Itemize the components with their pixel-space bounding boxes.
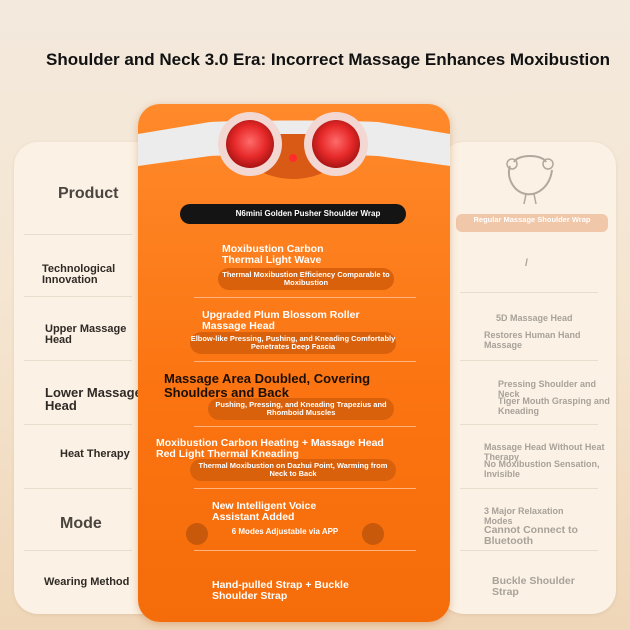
divider (24, 360, 132, 361)
divider (194, 361, 416, 362)
lower-head-detail-pill: Pushing, Pressing, and Kneading Trapeziu… (208, 398, 394, 420)
regular-mode-primary: 3 Major Relaxation Modes (484, 506, 564, 526)
regular-lower-primary: Pressing Shoulder and Neck (498, 379, 597, 399)
divider (194, 550, 416, 551)
divider (24, 234, 132, 235)
divider (194, 488, 416, 489)
upper-head-detail-pill: Elbow-like Pressing, Pushing, and Kneadi… (190, 332, 396, 354)
divider (24, 296, 132, 297)
mode-detail-pill: 6 Modes Adjustable via APP (231, 527, 339, 536)
upper-head-title: Upgraded Plum Blossom Roller Massage Hea… (202, 309, 360, 332)
mode-right-dot-icon (362, 523, 384, 545)
divider (194, 426, 416, 427)
regular-upper-secondary: Restores Human Hand Massage (484, 330, 581, 350)
divider (24, 550, 132, 551)
divider (194, 297, 416, 298)
regular-massager-sketch-icon (506, 155, 554, 205)
heat-therapy-detail-pill: Thermal Moxibustion on Dazhui Point, War… (190, 459, 396, 481)
row-label-technological-innovation: Technological Innovation (42, 263, 116, 286)
regular-mode-secondary: Cannot Connect to Bluetooth (484, 524, 578, 547)
regular-tech-value: / (525, 257, 528, 269)
regular-upper-primary: 5D Massage Head (496, 313, 573, 323)
mode-left-dot-icon (186, 523, 208, 545)
row-label-heat-therapy: Heat Therapy (60, 448, 130, 460)
row-label-mode: Mode (60, 515, 102, 532)
mode-title: New Intelligent Voice Assistant Added (212, 500, 317, 523)
divider (460, 292, 598, 293)
divider (24, 424, 132, 425)
heat-therapy-title: Moxibustion Carbon Heating + Massage Hea… (156, 437, 384, 460)
divider (460, 360, 598, 361)
divider (24, 488, 132, 489)
regular-product-name-badge: Regular Massage Shoulder Wrap (456, 214, 608, 232)
featured-product-card: N6mini Golden Pusher Shoulder Wrap Moxib… (138, 104, 450, 622)
row-label-wearing-method: Wearing Method (44, 576, 130, 588)
divider (460, 424, 598, 425)
row-label-lower-massage-head: Lower Massage Head (45, 385, 142, 413)
massager-device-illustration-icon (138, 112, 450, 179)
regular-wearing-value: Buckle Shoulder Strap (492, 575, 575, 598)
regular-lower-secondary: Tiger Mouth Grasping and Kneading (498, 396, 610, 416)
lower-head-title: Massage Area Doubled, Covering Shoulders… (164, 371, 371, 400)
regular-heat-primary: Massage Head Without Heat Therapy (484, 442, 605, 462)
regular-heat-secondary: No Moxibustion Sensation, Invisible (484, 459, 600, 479)
wearing-title: Hand-pulled Strap + Buckle Shoulder Stra… (212, 579, 349, 602)
divider (460, 550, 598, 551)
tech-title: Moxibustion Carbon Thermal Light Wave (222, 243, 324, 266)
tech-detail-pill: Thermal Moxibustion Efficiency Comparabl… (218, 268, 394, 290)
row-label-upper-massage-head: Upper Massage Head (45, 323, 127, 346)
featured-product-name-badge: N6mini Golden Pusher Shoulder Wrap (180, 204, 406, 224)
row-label-product: Product (58, 185, 119, 202)
divider (460, 488, 598, 489)
page-headline: Shoulder and Neck 3.0 Era: Incorrect Mas… (46, 50, 610, 69)
